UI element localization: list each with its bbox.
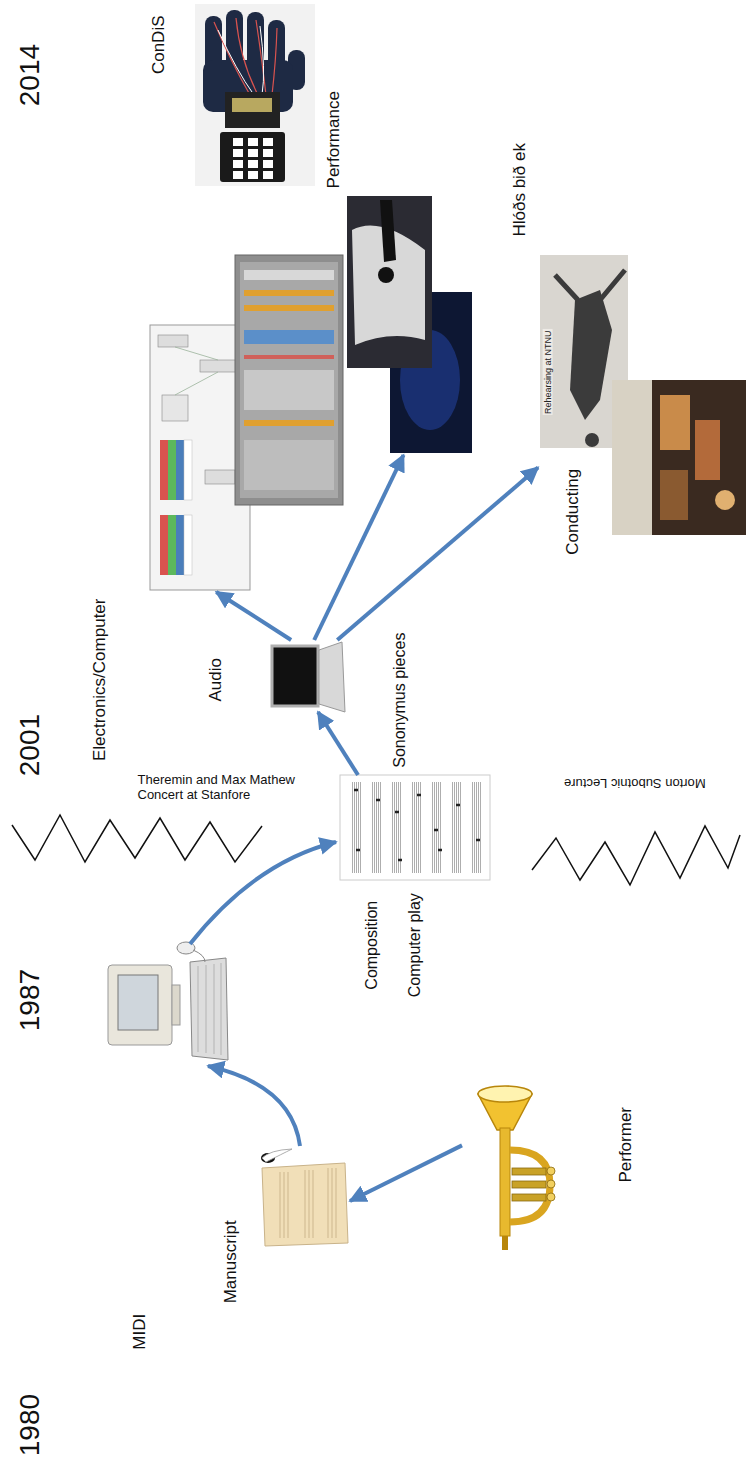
node-text: Conducting: [563, 469, 583, 555]
performance-node: Performance: [345, 194, 475, 455]
event-note: Morton Subotnic Lecture: [564, 775, 706, 790]
year-label: 1987: [14, 969, 46, 1031]
score-illustration: [340, 775, 490, 880]
year-label: 2014: [14, 44, 46, 106]
year-label: 1980: [14, 1394, 46, 1456]
node-label: Audio: [205, 658, 225, 701]
zigzag-line: [12, 815, 262, 862]
conducting-node: Hlóðs bið ekRehearsing at NTNUConducting: [538, 250, 746, 540]
laptop-node: AudioSononymus pieces: [268, 640, 345, 712]
node-text: Rehearsing at NTNU: [543, 329, 553, 415]
node-text: Computer play: [406, 893, 424, 997]
arrow-connector: [350, 1145, 462, 1201]
software-screenshots: [150, 255, 343, 590]
computer-illustration: [108, 942, 228, 1060]
trumpet-illustration: [478, 1086, 555, 1250]
format-label: MIDI: [130, 1314, 150, 1350]
performance-photos: [347, 196, 472, 453]
node-label: Composition: [363, 901, 381, 990]
score-node: CompositionComputer play: [340, 775, 490, 880]
arrow-connector: [337, 468, 538, 641]
node-label: Performance: [323, 91, 343, 188]
performer-node: Performer: [462, 1088, 568, 1252]
flow-arrow: [208, 1066, 300, 1146]
event-note: Theremin and Max Mathew Concert at Stanf…: [138, 773, 313, 803]
manuscript-illustration: [261, 1149, 348, 1246]
arrow-connector: [318, 712, 358, 775]
arrow-connector: [216, 592, 291, 640]
arrow-connector: [314, 455, 403, 640]
zigzag-line: [532, 826, 740, 885]
laptop-illustration: [272, 642, 345, 712]
flow-arrow: [190, 842, 336, 944]
node-label: ConDiS: [148, 15, 168, 74]
glove-photo: [195, 4, 315, 186]
node-text: Sononymus pieces: [391, 633, 409, 768]
node-label: Hlóðs bið ek: [510, 143, 530, 237]
electronics-node: Electronics/Computer: [148, 253, 343, 592]
condis-node: ConDiS: [193, 4, 317, 186]
year-label: 2001: [14, 714, 46, 776]
node-label: Electronics/Computer: [90, 599, 110, 762]
node-label: Performer: [616, 1107, 636, 1183]
node-label: Manuscript: [220, 1220, 240, 1303]
manuscript-node: Manuscript: [248, 1146, 350, 1246]
